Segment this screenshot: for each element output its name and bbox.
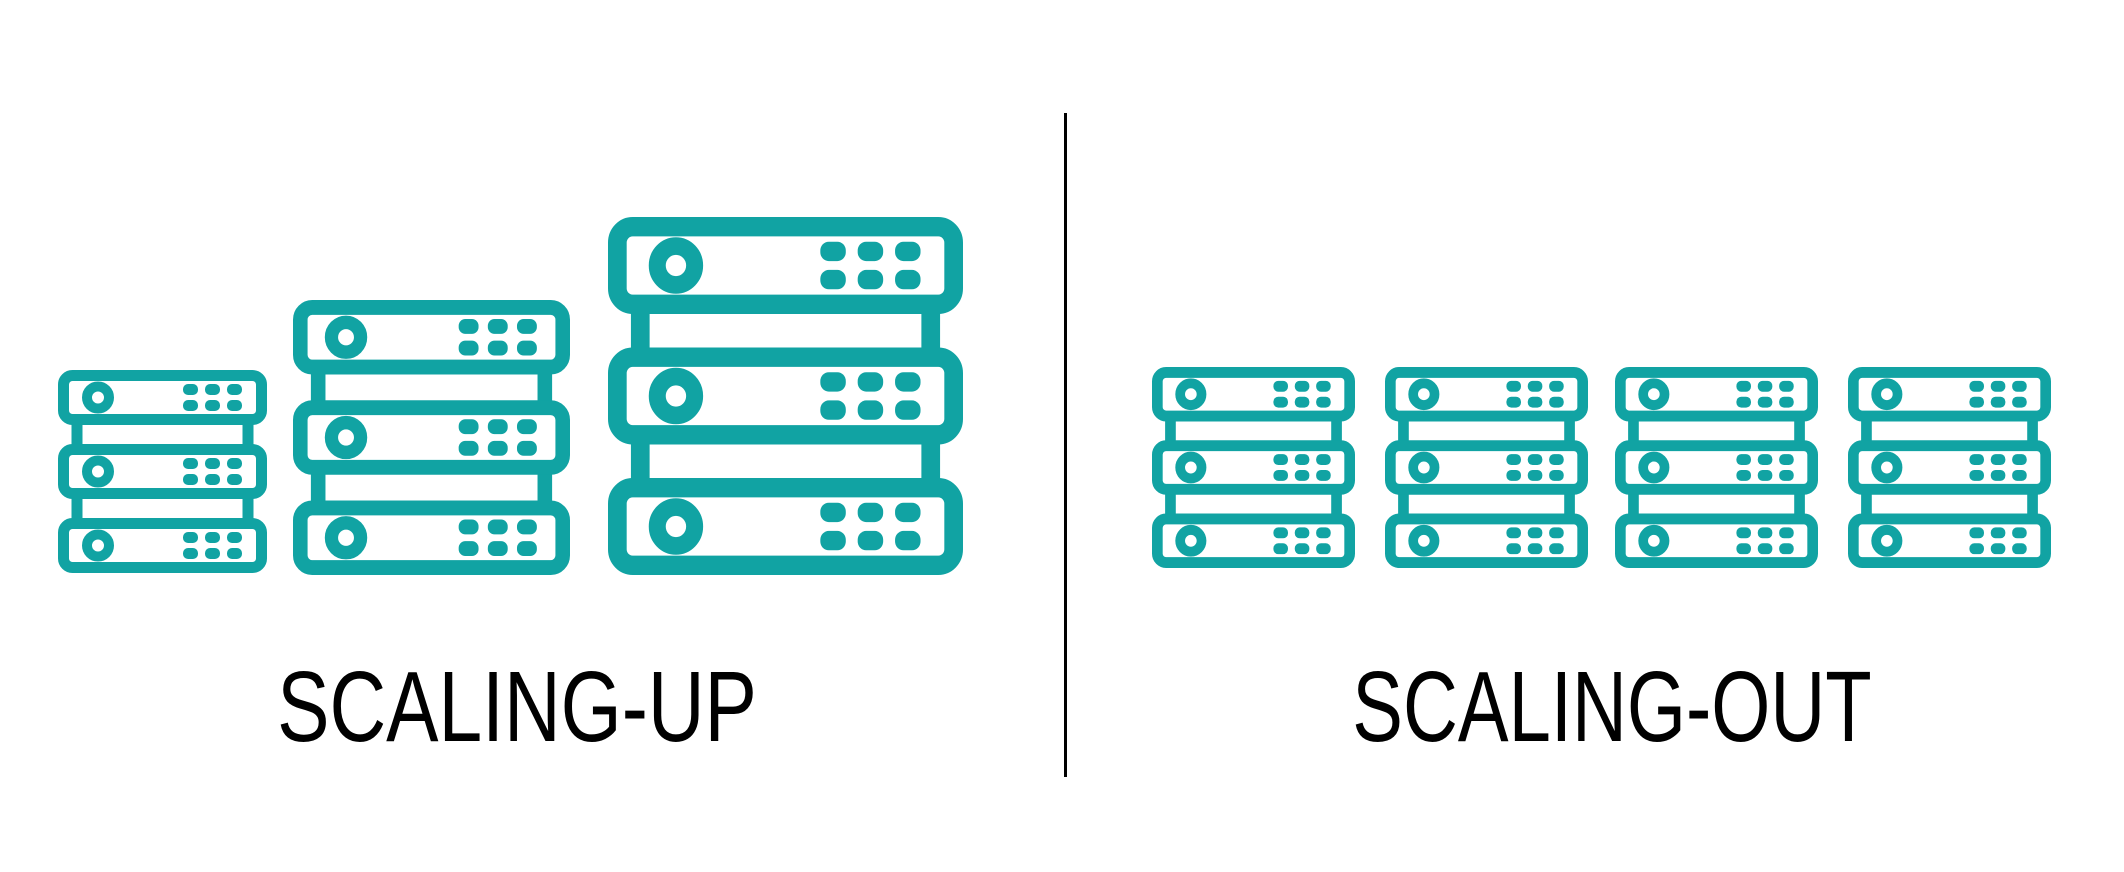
- vertical-divider: [1064, 113, 1067, 777]
- server-rack-icon: [1848, 367, 2051, 568]
- server-rack-icon: [1152, 367, 1355, 568]
- server-rack-icon: [58, 370, 267, 573]
- scaling-out-label: SCALING-OUT: [1352, 651, 1872, 763]
- server-rack-icon: [293, 300, 570, 575]
- server-rack-icon: [1615, 367, 1818, 568]
- server-rack-icon: [608, 217, 963, 575]
- scaling-up-label: SCALING-UP: [277, 651, 757, 763]
- server-rack-icon: [1385, 367, 1588, 568]
